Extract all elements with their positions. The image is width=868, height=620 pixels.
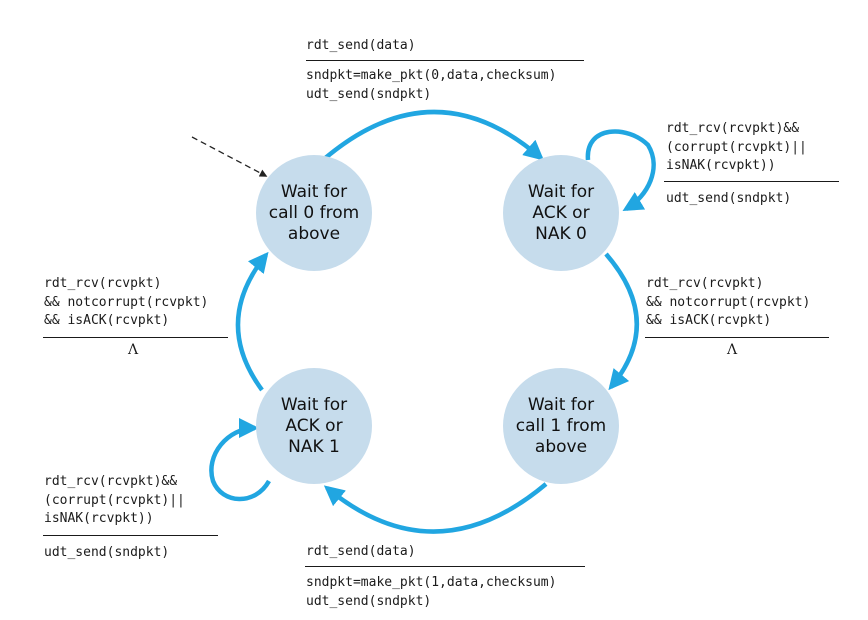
event-action-divider [664,181,839,182]
event-line: rdt_send(data) [306,38,416,53]
event-line: && isACK(rcvpkt) [646,313,772,328]
event-call1-to-ack1: rdt_send(data) [306,543,416,562]
state-label-line: NAK 1 [288,436,340,457]
action-line: sndpkt=make_pkt(0,data,checksum) [306,68,557,83]
state-label-line: ACK or [532,202,590,223]
state-wait-call0: Wait for call 0 from above [256,155,372,271]
state-label-line: Wait for [527,394,595,415]
event-line: && notcorrupt(rcvpkt) [44,294,209,310]
state-label-line: call 0 from [268,202,360,223]
event-line: rdt_send(data) [306,544,416,559]
state-wait-ack1: Wait for ACK or NAK 1 [256,368,372,484]
action-line: udt_send(sndpkt) [666,191,792,206]
state-label-line: NAK 0 [535,223,587,244]
action-ack1-self-loop: udt_send(sndpkt) [44,544,169,563]
event-line: (corrupt(rcvpkt)|| [44,492,185,508]
state-wait-ack0: Wait for ACK or NAK 0 [503,155,619,271]
event-line: && notcorrupt(rcvpkt) [646,294,811,310]
event-line: rdt_rcv(rcvpkt) [44,276,162,291]
event-line: (corrupt(rcvpkt)|| [666,139,807,155]
event-action-divider [306,60,584,61]
event-ack1-to-call0: rdt_rcv(rcvpkt) && notcorrupt(rcvpkt) &&… [44,275,208,331]
state-label-line: above [534,436,588,457]
event-ack0-self-loop: rdt_rcv(rcvpkt)&& (corrupt(rcvpkt)|| isN… [666,120,807,176]
arrow-call1-to-ack1 [323,482,548,534]
action-ack0-self-loop: udt_send(sndpkt) [666,190,791,209]
state-label-line: Wait for [280,394,348,415]
event-action-divider [43,535,218,536]
lambda-action: Λ [727,342,738,358]
event-action-divider [305,566,585,567]
event-call0-to-ack0: rdt_send(data) [306,37,416,56]
lambda-action: Λ [128,342,139,358]
arrow-ack0-self-loop [585,129,656,212]
event-line: && isACK(rcvpkt) [44,313,170,328]
event-line: rdt_rcv(rcvpkt)&& [44,474,178,489]
state-label-line: ACK or [285,415,343,436]
arrow-ack0-to-call1 [604,252,640,391]
event-line: isNAK(rcvpkt)) [666,158,776,173]
state-wait-call1: Wait for call 1 from above [503,368,619,484]
action-line: udt_send(sndpkt) [306,86,432,102]
event-action-divider [43,337,228,338]
action-call0-to-ack0: sndpkt=make_pkt(0,data,checksum) udt_sen… [306,67,556,104]
arrow-call0-to-ack0 [321,109,545,162]
action-line: udt_send(sndpkt) [306,593,432,609]
action-call1-to-ack1: sndpkt=make_pkt(1,data,checksum) udt_sen… [306,574,556,611]
arrow-ack1-to-call0 [235,251,269,392]
action-line: sndpkt=make_pkt(1,data,checksum) [306,575,557,590]
initial-state-arrow [191,136,268,177]
event-ack1-self-loop: rdt_rcv(rcvpkt)&& (corrupt(rcvpkt)|| isN… [44,473,185,529]
event-ack0-to-call1: rdt_rcv(rcvpkt) && notcorrupt(rcvpkt) &&… [646,275,810,331]
state-label-line: call 1 from [515,415,607,436]
event-line: isNAK(rcvpkt)) [44,511,154,526]
state-label-line: Wait for [527,181,595,202]
event-action-divider [645,337,829,338]
arrow-ack1-self-loop [209,417,271,502]
state-label-line: above [287,223,341,244]
event-line: rdt_rcv(rcvpkt) [646,276,764,291]
action-line: udt_send(sndpkt) [44,545,170,560]
state-label-line: Wait for [280,181,348,202]
event-line: rdt_rcv(rcvpkt)&& [666,121,800,136]
